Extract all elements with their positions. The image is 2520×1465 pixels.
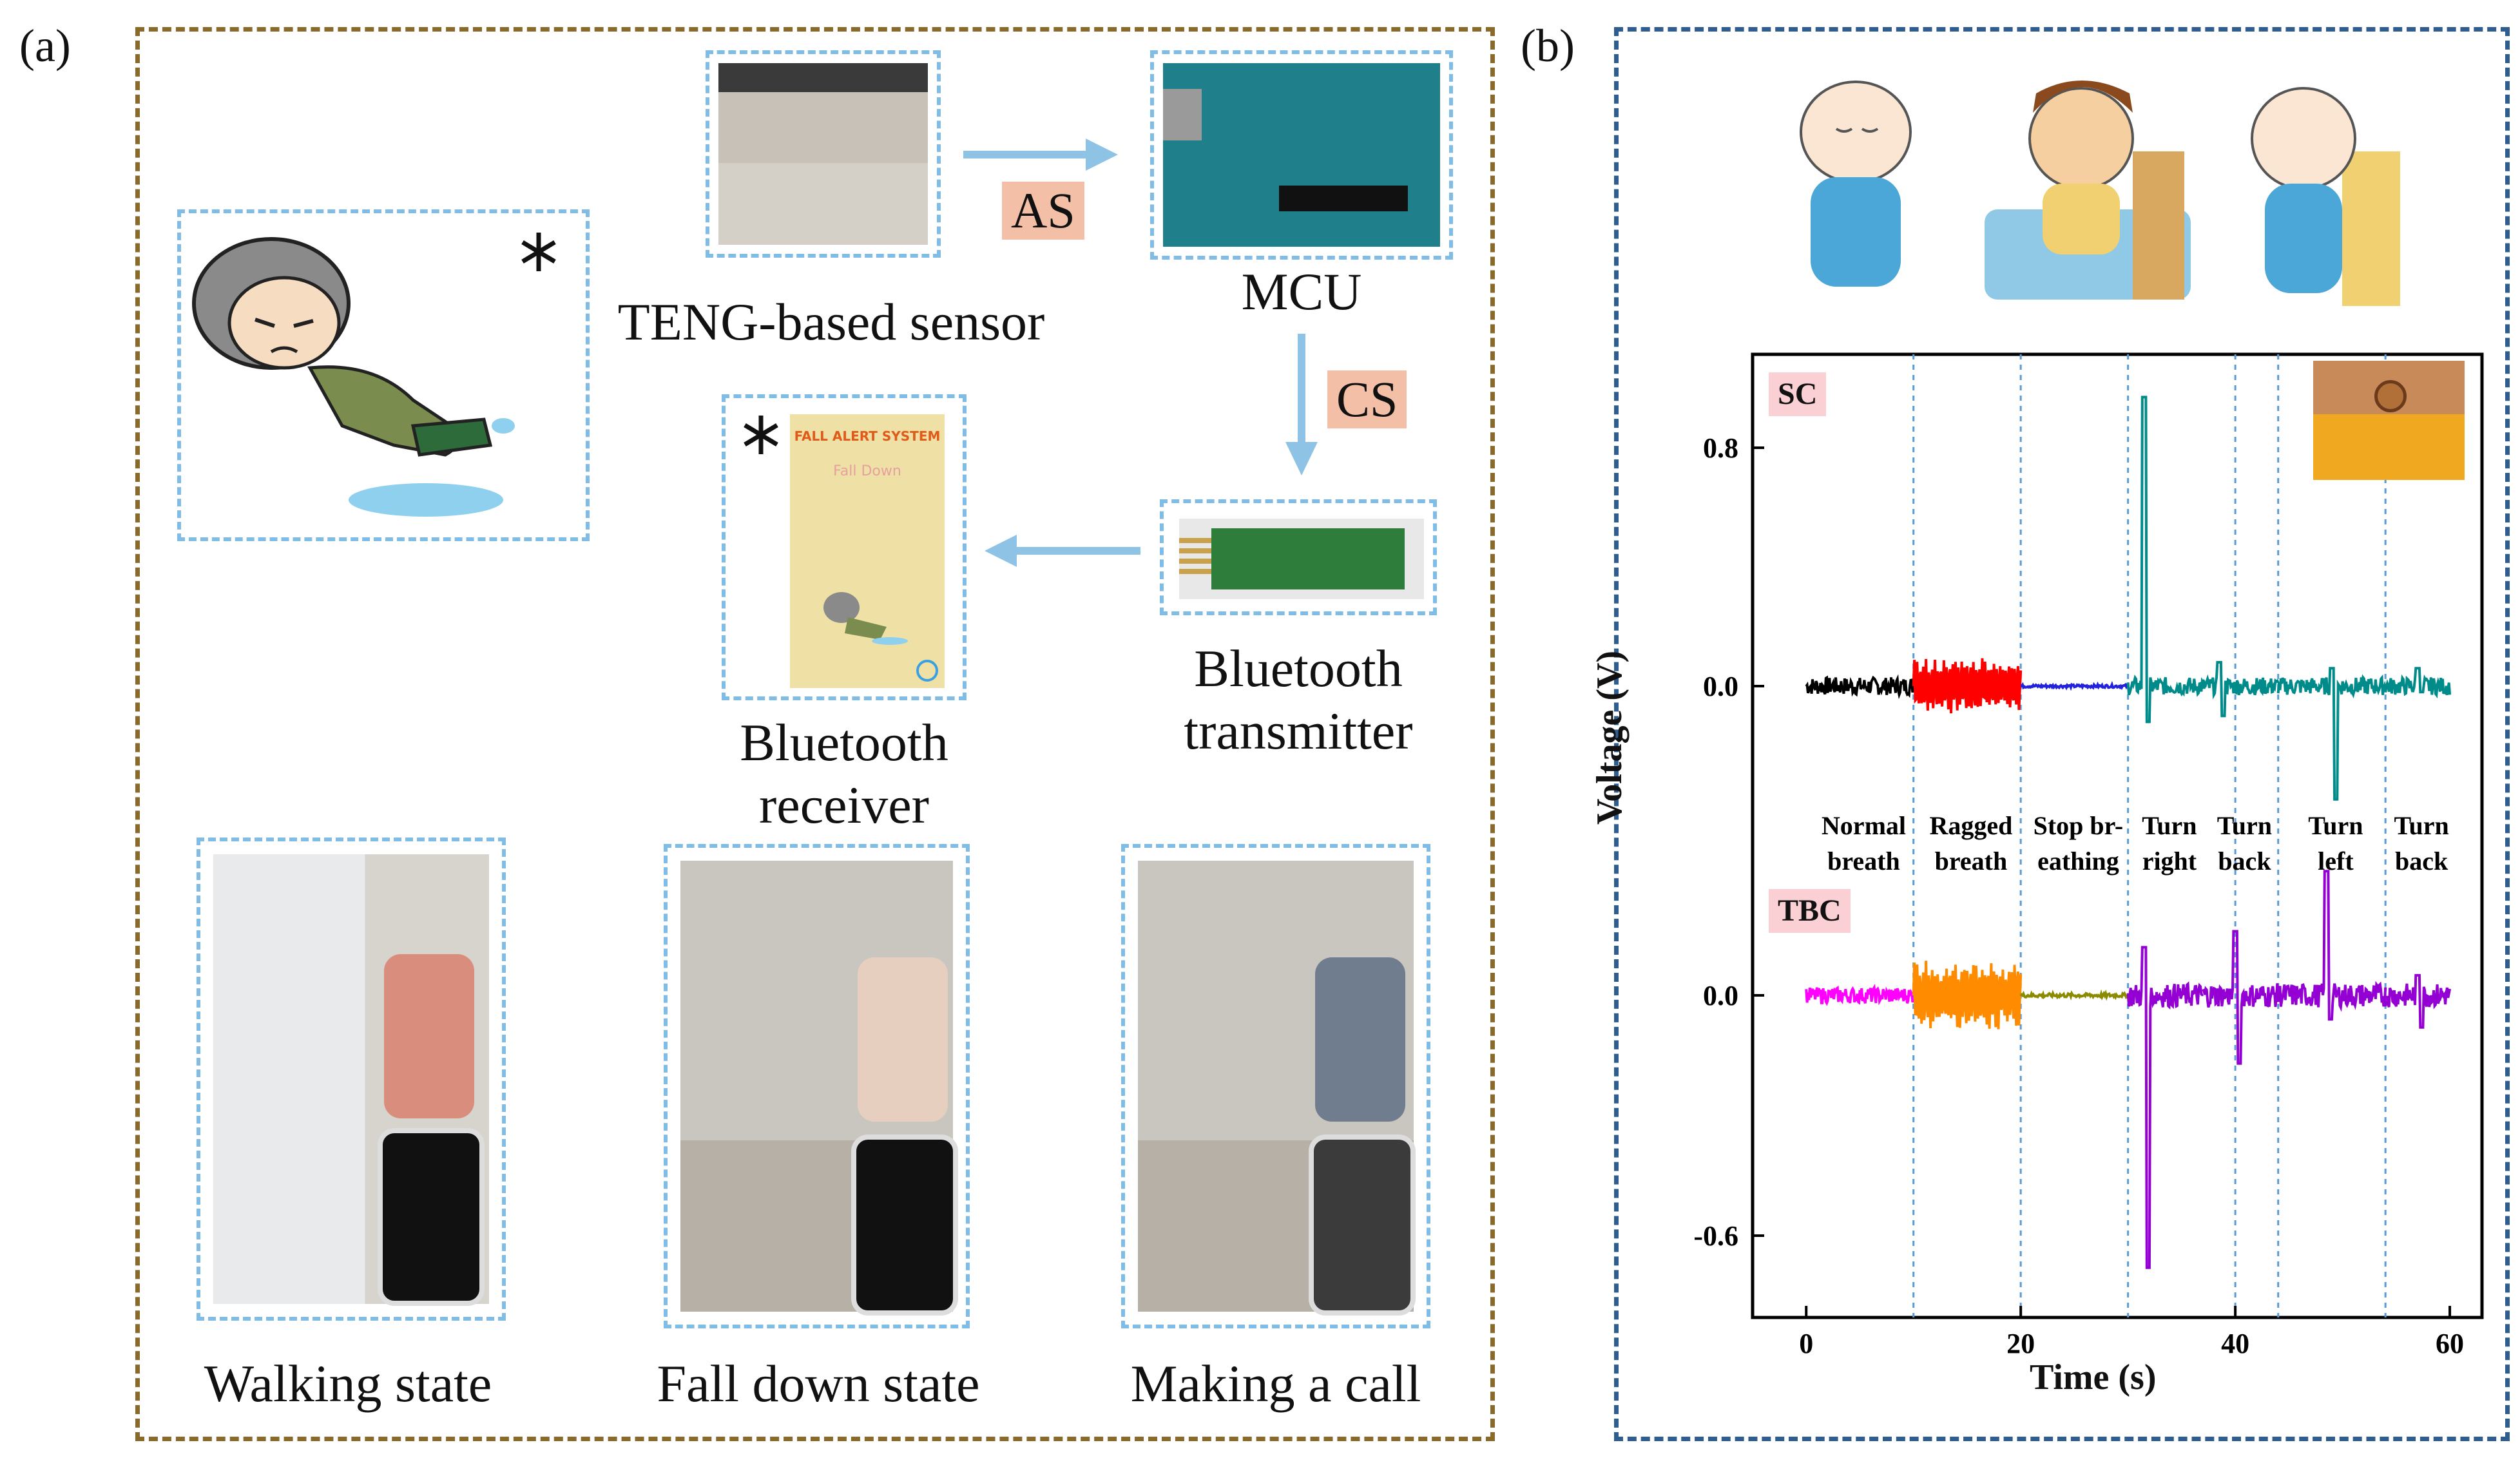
y-tick-label-upper-0: 0.8 (1703, 432, 1738, 464)
segment-label-1-line2: breath (1935, 847, 2008, 876)
receiver-box: FALL ALERT SYSTEM Fall Down (722, 394, 967, 700)
app-title: FALL ALERT SYSTEM (794, 428, 941, 444)
as-tag: AS (1002, 182, 1084, 240)
y-tick-label-lower-1: -0.6 (1693, 1220, 1738, 1252)
app-fall-icon (823, 592, 908, 645)
sensor-caption: TENG-based sensor (617, 292, 1045, 351)
tbc-series-segment-4 (2202, 930, 2280, 1065)
segment-label-4-line1: Turn (2217, 811, 2272, 840)
transmitter-caption: Bluetooth transmitter (1134, 638, 1463, 763)
panel-b-label: (b) (1521, 20, 1575, 72)
x-tick-label-2: 40 (2221, 1328, 2249, 1359)
x-tick-label-1: 20 (2006, 1328, 2035, 1359)
sensor-photo-box (706, 50, 941, 258)
panel-b-frame (1614, 27, 2510, 1441)
sc-tag: SC (1769, 372, 1827, 416)
bluetooth-icon (521, 233, 556, 271)
segment-label-6-line1: Turn (2394, 811, 2448, 840)
sensor-shoe-photo (718, 63, 928, 245)
segment-label-2-line1: Stop br- (2034, 811, 2124, 840)
tbc-series-segment-6 (2384, 973, 2452, 1029)
panel-a-frame (135, 27, 1495, 1441)
sc-series-segment-5 (2276, 667, 2387, 801)
fall-state-caption: Fall down state (657, 1354, 980, 1413)
receiver-app-screen: FALL ALERT SYSTEM Fall Down (790, 414, 945, 688)
segment-label-1-line1: Ragged (1929, 811, 2012, 840)
segment-label-5-line1: Turn (2308, 811, 2363, 840)
segment-label-3-line2: right (2142, 847, 2197, 876)
transmitter-caption-line1: Bluetooth (1194, 639, 1403, 698)
mcu-photo-box (1150, 50, 1453, 260)
call-state-box (1121, 844, 1430, 1328)
sc-series-segment-6 (2384, 667, 2452, 699)
walking-state-box (197, 838, 506, 1321)
app-settings-icon[interactable] (916, 660, 938, 682)
turning-child-illustration (2251, 87, 2400, 306)
sc-series-segment-4 (2202, 661, 2280, 718)
voltage-chart-svg: 0.8 0.0 0.0 -0.6 0 20 40 60 Normal breath Ragged br… (1693, 352, 2484, 1359)
voltage-chart: 0.8 0.0 0.0 -0.6 0 20 40 60 Normal breath Ragged br… (1617, 335, 2506, 1430)
tbc-series-segment-1 (1912, 961, 2023, 1029)
app-status: Fall Down (833, 463, 901, 479)
coughing-boy-illustration (1985, 81, 2191, 300)
call-state-photo (1138, 861, 1416, 1316)
sc-series-segment-2 (2020, 680, 2129, 691)
sc-series-segment-0 (1805, 674, 1915, 700)
walking-state-photo (213, 854, 489, 1306)
x-tick-label-0: 0 (1799, 1328, 1813, 1359)
tbc-series-segment-3 (2126, 946, 2204, 1269)
receiver-caption-line1: Bluetooth (740, 713, 948, 772)
sc-series-segment-1 (1912, 658, 2023, 714)
sleeping-child-illustration (1800, 81, 1912, 287)
cs-tag: CS (1327, 370, 1407, 428)
fall-cartoon-box (177, 209, 590, 541)
bluetooth-icon-receiver (744, 416, 778, 454)
tbc-series-segment-0 (1805, 984, 1915, 1006)
segment-label-6-line2: back (2395, 847, 2448, 876)
transmitter-caption-line2: transmitter (1184, 701, 1413, 760)
fall-state-photo (680, 861, 958, 1316)
call-state-caption: Making a call (1130, 1354, 1421, 1413)
y-tick-label-lower-0: 0.0 (1703, 980, 1738, 1011)
receiver-caption-line2: receiver (759, 775, 929, 834)
tbc-series-segment-5 (2277, 870, 2387, 1021)
x-tick-label-3: 60 (2436, 1328, 2464, 1359)
tbc-series-segment-2 (2019, 989, 2130, 1001)
tbc-tag: TBC (1769, 889, 1851, 933)
segment-label-0-line1: Normal (1822, 811, 1906, 840)
walking-state-caption: Walking state (204, 1354, 492, 1413)
arrow-right-icon (963, 139, 1118, 171)
sensor-inset-photo (2313, 361, 2465, 480)
segment-label-2-line2: eathing (2037, 847, 2119, 876)
y-tick-label-upper-1: 0.0 (1703, 671, 1738, 702)
fallen-person-illustration (192, 237, 515, 517)
sc-series-segment-3 (2126, 396, 2204, 723)
segment-label-3-line1: Turn (2142, 811, 2197, 840)
arrow-down-icon (1285, 334, 1318, 475)
arrow-left-icon (985, 535, 1140, 567)
panel-a-label: (a) (19, 20, 71, 72)
plot-frame (1751, 352, 2484, 1319)
mcu-caption: MCU (1241, 262, 1362, 321)
x-axis-label: Time (s) (2030, 1357, 2157, 1397)
segment-label-5-line2: left (2318, 847, 2354, 876)
transmitter-board-photo (1179, 519, 1424, 599)
segment-label-0-line2: breath (1827, 847, 1900, 876)
receiver-caption: Bluetooth receiver (683, 712, 1005, 837)
y-axis-label: Voltage (V) (1590, 650, 1630, 825)
segment-label-4-line2: back (2218, 847, 2271, 876)
mcu-board-photo (1163, 63, 1440, 247)
fall-state-box (664, 844, 970, 1328)
transmitter-photo-box (1160, 499, 1437, 615)
